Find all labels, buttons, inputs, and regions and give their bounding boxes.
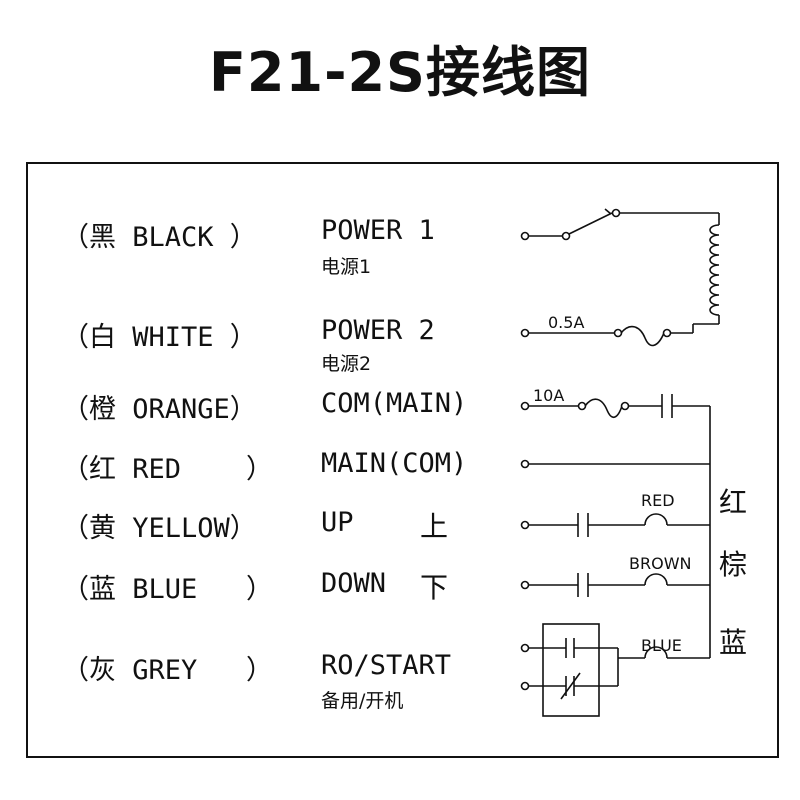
fuse-label-small: 0.5A xyxy=(548,313,584,332)
wire-label-blue: （蓝 BLUE ） xyxy=(62,574,274,605)
function-power1: POWER 1 xyxy=(321,215,435,246)
power1-switch xyxy=(520,208,719,241)
side-label-blue: 蓝 xyxy=(719,626,748,659)
coil-icon xyxy=(709,213,720,324)
wire-label-black: （黑 BLACK ） xyxy=(62,222,257,253)
wire-label-white: （白 WHITE ） xyxy=(62,322,257,353)
function-up: UP xyxy=(321,507,354,538)
function-power2-sub: 电源2 xyxy=(321,353,372,375)
function-ro-start: RO/START xyxy=(321,650,452,681)
wire-label-red: （红 RED ） xyxy=(62,454,274,485)
function-power1-sub: 电源1 xyxy=(321,256,372,278)
wire-label-yellow: （黄 YELLOW） xyxy=(62,513,257,544)
function-ro-start-sub: 备用/开机 xyxy=(321,690,404,712)
side-label-brown: 棕 xyxy=(719,548,748,581)
function-down: DOWN xyxy=(321,568,387,599)
up-contact xyxy=(520,513,710,537)
side-label-red: 红 xyxy=(719,486,748,519)
contact-label-brown: BROWN xyxy=(629,554,691,573)
main-com-line xyxy=(520,459,710,469)
contact-label-blue: BLUE xyxy=(641,636,682,655)
contact-label-red: RED xyxy=(641,491,675,510)
wire-label-orange: （橙 ORANGE） xyxy=(62,394,257,425)
page-title: F21-2S接线图 xyxy=(209,41,591,104)
function-power2: POWER 2 xyxy=(321,315,435,346)
diagram-frame xyxy=(26,162,779,758)
power2-fuse xyxy=(520,323,719,347)
down-contact xyxy=(520,573,710,597)
function-up-cn: 上 xyxy=(420,510,449,543)
function-com-main: COM(MAIN) xyxy=(321,388,468,419)
com-main-fuse xyxy=(520,394,711,658)
function-main-com: MAIN(COM) xyxy=(321,448,468,479)
wire-label-grey: （灰 GREY ） xyxy=(62,655,274,686)
fuse-label-main: 10A xyxy=(533,386,564,405)
function-down-cn: 下 xyxy=(420,571,449,604)
ro-start-relay xyxy=(520,623,710,717)
